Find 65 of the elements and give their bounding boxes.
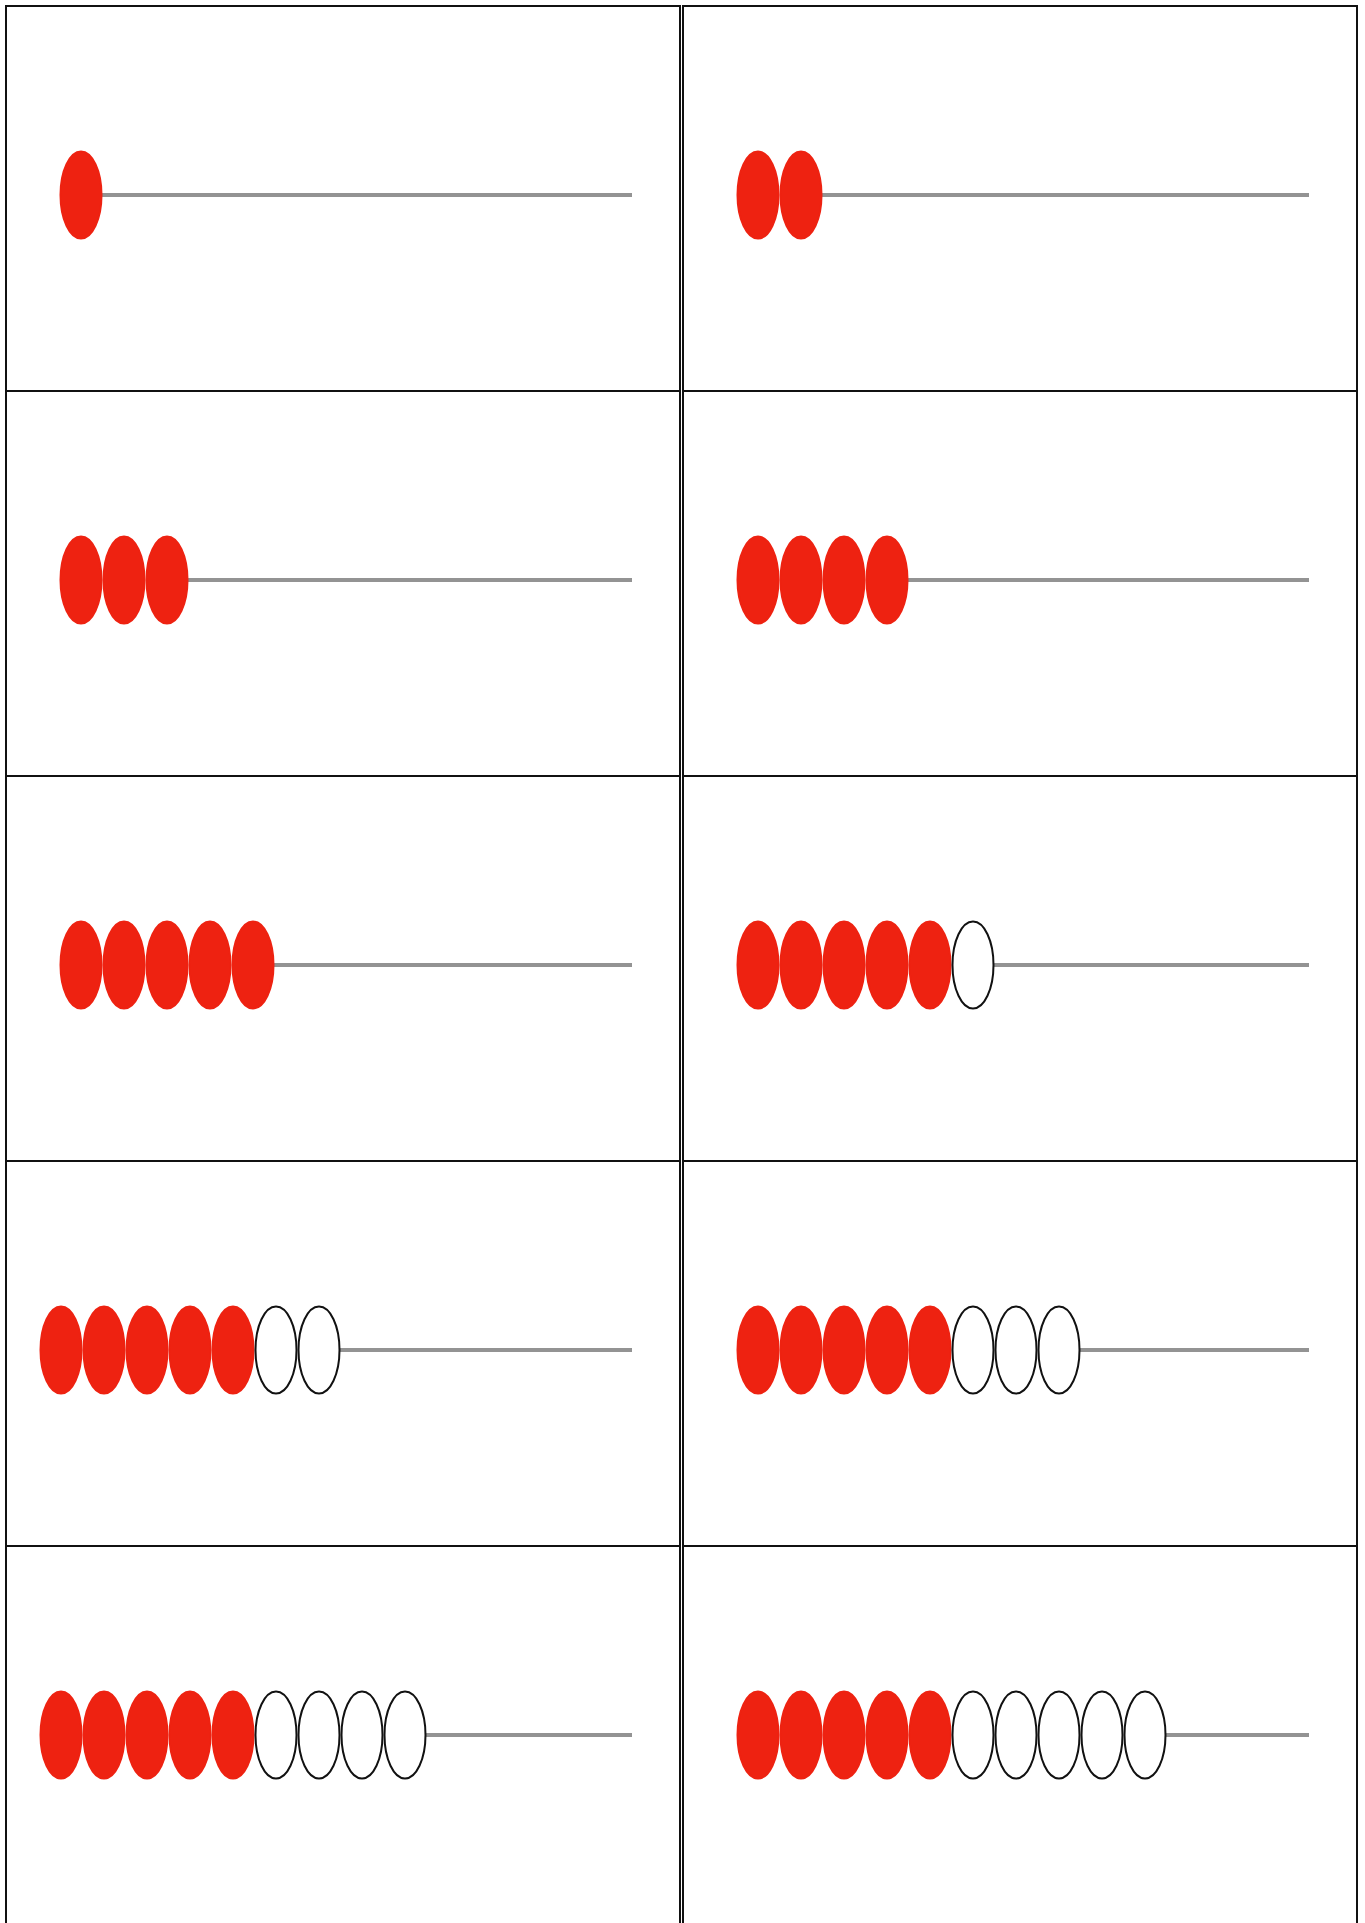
bead (102, 920, 146, 1010)
bead (736, 150, 780, 240)
bead (865, 1690, 909, 1780)
bead (297, 1305, 341, 1395)
bead (736, 535, 780, 625)
bead (908, 920, 952, 1010)
bead (340, 1690, 384, 1780)
bead (59, 535, 103, 625)
bead (59, 150, 103, 240)
bead (254, 1690, 298, 1780)
bead (994, 1690, 1038, 1780)
card (682, 390, 1358, 778)
bead (822, 535, 866, 625)
bead (82, 1690, 126, 1780)
bead (102, 535, 146, 625)
bead (736, 920, 780, 1010)
bead (188, 920, 232, 1010)
bead (951, 920, 995, 1010)
bead (39, 1690, 83, 1780)
bead (994, 1305, 1038, 1395)
card (5, 390, 681, 778)
card (682, 1160, 1358, 1548)
bead (1037, 1690, 1081, 1780)
bead (39, 1305, 83, 1395)
bead (297, 1690, 341, 1780)
bead (865, 920, 909, 1010)
bead (383, 1690, 427, 1780)
bead (865, 1305, 909, 1395)
card (5, 1160, 681, 1548)
card (5, 1545, 681, 1923)
bead (779, 1690, 823, 1780)
bead (82, 1305, 126, 1395)
bead (908, 1690, 952, 1780)
bead (231, 920, 275, 1010)
bead (211, 1305, 255, 1395)
bead (1037, 1305, 1081, 1395)
bead (908, 1305, 952, 1395)
bead (1080, 1690, 1124, 1780)
card (682, 775, 1358, 1163)
bead (736, 1690, 780, 1780)
card (682, 5, 1358, 393)
bead (779, 920, 823, 1010)
bead (865, 535, 909, 625)
bead (736, 1305, 780, 1395)
bead (779, 535, 823, 625)
card (5, 5, 681, 393)
bead (822, 920, 866, 1010)
bead (779, 1305, 823, 1395)
bead (1123, 1690, 1167, 1780)
bead (822, 1690, 866, 1780)
bead (168, 1305, 212, 1395)
bead (254, 1305, 298, 1395)
bead (951, 1690, 995, 1780)
bead (168, 1690, 212, 1780)
bead (145, 920, 189, 1010)
bead (951, 1305, 995, 1395)
card (682, 1545, 1358, 1923)
bead (59, 920, 103, 1010)
bead (125, 1690, 169, 1780)
card (5, 775, 681, 1163)
bead (779, 150, 823, 240)
bead (211, 1690, 255, 1780)
bead (822, 1305, 866, 1395)
bead (125, 1305, 169, 1395)
bead (145, 535, 189, 625)
